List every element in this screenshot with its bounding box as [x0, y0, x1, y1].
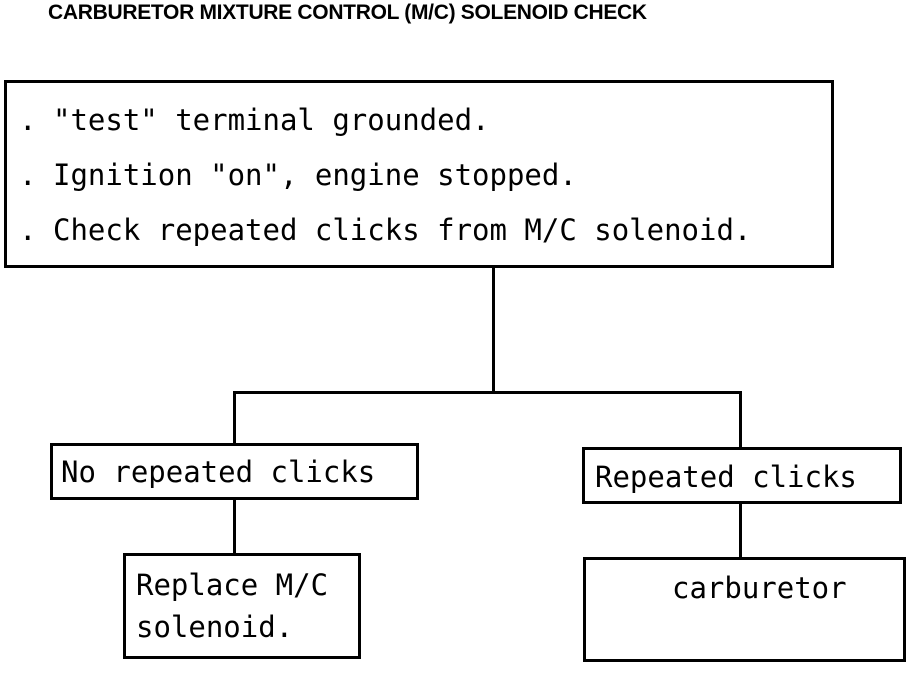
- repeated-clicks-box: Repeated clicks: [582, 447, 902, 504]
- connector-trunk: [492, 266, 495, 393]
- bullet: .: [19, 213, 37, 247]
- connector-right-down: [739, 391, 742, 449]
- branch-label: Repeated clicks: [595, 460, 857, 494]
- condition-item: . Ignition "on", engine stopped.: [19, 155, 577, 195]
- condition-text: Check repeated clicks from M/C solenoid.: [53, 213, 752, 247]
- connector-left-down: [233, 391, 236, 445]
- branch-label: No repeated clicks: [61, 455, 376, 489]
- carburetor-box: carburetor: [583, 557, 906, 662]
- connector-right-result: [739, 501, 742, 559]
- connector-left-result: [233, 497, 236, 555]
- result-text-line: Replace M/C: [136, 568, 329, 602]
- condition-text: Ignition "on", engine stopped.: [53, 158, 577, 192]
- condition-item: . "test" terminal grounded.: [19, 100, 490, 140]
- bullet: .: [19, 103, 37, 137]
- replace-solenoid-box: Replace M/C solenoid.: [123, 553, 361, 659]
- result-text-line: solenoid.: [136, 610, 294, 644]
- no-repeated-clicks-box: No repeated clicks: [50, 443, 419, 500]
- diagram-title: CARBURETOR MIXTURE CONTROL (M/C) SOLENOI…: [48, 1, 647, 24]
- result-text-line: carburetor: [672, 571, 847, 605]
- connector-split: [233, 391, 742, 394]
- condition-text: "test" terminal grounded.: [53, 103, 490, 137]
- bullet: .: [19, 158, 37, 192]
- condition-item: . Check repeated clicks from M/C solenoi…: [19, 210, 751, 250]
- test-conditions-box: . "test" terminal grounded. . Ignition "…: [4, 80, 834, 268]
